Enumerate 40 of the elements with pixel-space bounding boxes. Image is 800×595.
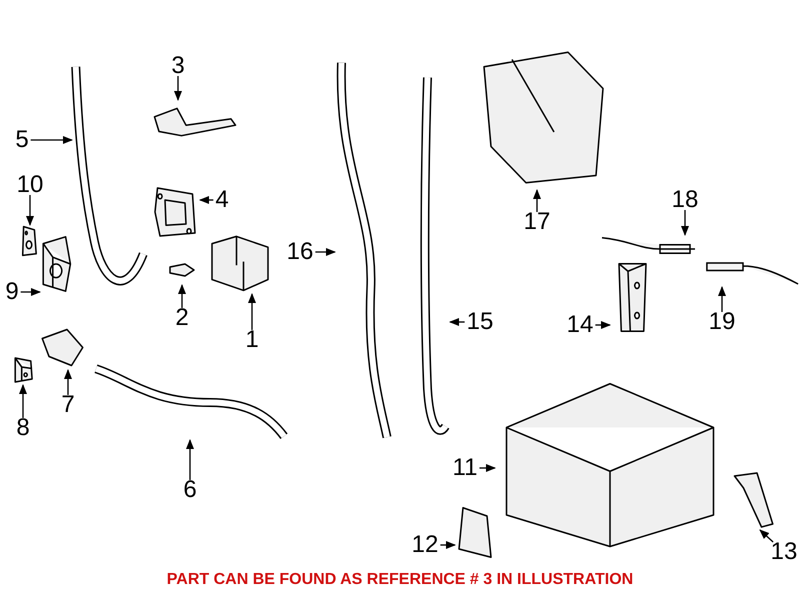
leader-line bbox=[64, 369, 72, 395]
callout-number: 13 bbox=[770, 539, 798, 565]
callout-number: 10 bbox=[16, 172, 44, 198]
leader-line bbox=[479, 464, 496, 472]
callout-number: 8 bbox=[16, 415, 30, 441]
callout-number: 11 bbox=[452, 455, 478, 481]
callout-number: 2 bbox=[175, 305, 189, 331]
callout-number: 5 bbox=[15, 127, 29, 153]
callout-number: 12 bbox=[412, 532, 438, 558]
callout-number: 6 bbox=[183, 477, 197, 503]
callout-number: 17 bbox=[524, 209, 550, 235]
callout-number: 9 bbox=[5, 279, 19, 305]
leader-line bbox=[718, 286, 726, 312]
leader-line bbox=[26, 195, 34, 226]
leader-line bbox=[20, 288, 41, 296]
callout-number: 7 bbox=[61, 392, 75, 418]
leader-line bbox=[595, 321, 611, 329]
callout-number: 3 bbox=[171, 53, 185, 79]
callout-number: 16 bbox=[286, 239, 314, 265]
leader-line bbox=[533, 189, 541, 212]
callout-number: 1 bbox=[245, 327, 259, 353]
leader-line bbox=[315, 248, 336, 256]
leader-line bbox=[440, 541, 456, 549]
gasket-drawing bbox=[20, 225, 38, 257]
leader-line bbox=[759, 529, 774, 542]
leader-line bbox=[19, 384, 27, 418]
callout-number: 19 bbox=[708, 309, 736, 335]
callout-number: 15 bbox=[466, 309, 494, 335]
leader-line bbox=[186, 439, 194, 480]
leader-line bbox=[30, 136, 73, 144]
leader-line bbox=[681, 210, 689, 236]
leader-line bbox=[248, 293, 256, 330]
leader-line bbox=[199, 196, 214, 204]
callout-number: 4 bbox=[215, 187, 229, 213]
callout-number: 14 bbox=[566, 312, 594, 338]
leader-line bbox=[178, 284, 186, 308]
leader-line bbox=[449, 318, 465, 326]
leader-line bbox=[174, 76, 182, 101]
caption: PART CAN BE FOUND AS REFERENCE # 3 IN ILLUSTRATION bbox=[166, 570, 634, 590]
callout-number: 18 bbox=[672, 187, 698, 213]
